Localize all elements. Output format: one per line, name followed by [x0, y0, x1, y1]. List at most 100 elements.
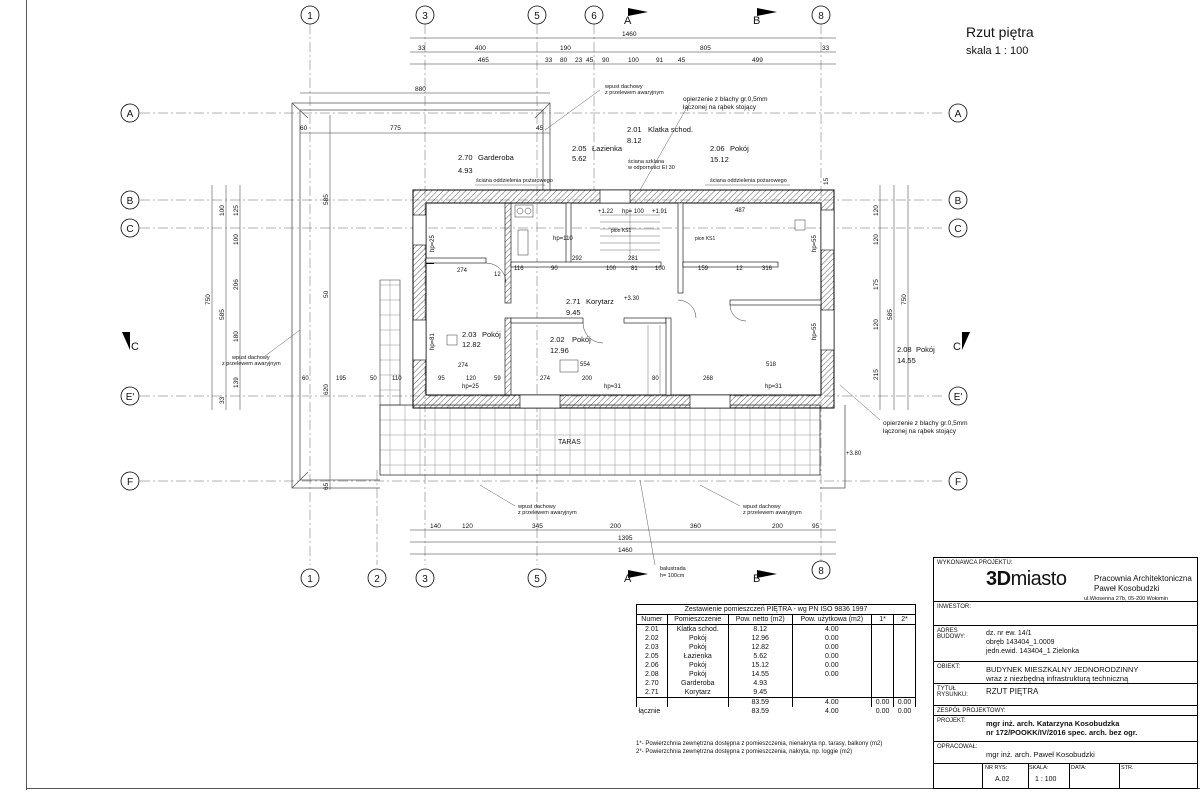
sheet-scale: skala 1 : 100 — [966, 45, 1028, 57]
axis-label: F — [127, 477, 133, 488]
svg-text:139: 139 — [233, 377, 240, 388]
room-number: 2.01 — [627, 125, 642, 134]
object-line: BUDYNEK MIESZKALNY JEDNORODZINNY — [986, 665, 1139, 674]
schedule-title: Zestawienie pomieszczeń PIĘTRA - wg PN I… — [636, 604, 916, 615]
note-text: z przelewem awaryjnym — [222, 361, 281, 367]
dimension-text: 200 — [772, 523, 783, 530]
brand-light: miasto — [1010, 568, 1067, 590]
schedule-header: 2* — [893, 614, 916, 625]
schedule-cell: 0.00 — [893, 697, 916, 707]
dimension-text: 585 — [887, 309, 894, 320]
sheet-meta: NR RYS: A.02 SKALA: 1 : 100 DATA: STR. — [982, 764, 1197, 788]
svg-text:274: 274 — [458, 363, 469, 369]
svg-text:C: C — [953, 341, 961, 353]
schedule-cell: 2.70 — [636, 679, 668, 688]
note-text: ściana oddzielenia pożarowego — [476, 178, 553, 184]
designer-line: mgr inż. arch. Katarzyna Kosobudzka — [986, 719, 1120, 728]
date-label: DATA: — [1071, 765, 1087, 771]
svg-text:554: 554 — [580, 362, 591, 368]
schedule-cell — [893, 652, 916, 661]
svg-text:65: 65 — [323, 482, 330, 490]
svg-text:12: 12 — [494, 272, 501, 278]
label-line: RYSUNKU: — [937, 692, 968, 698]
axis-label: B — [127, 196, 134, 207]
note-text: wpust dachowy — [231, 355, 270, 361]
schedule-cell — [893, 679, 916, 688]
svg-text:50: 50 — [323, 290, 330, 298]
hp-label: hp=55 — [812, 322, 818, 340]
svg-text:A: A — [955, 109, 962, 120]
note-text: h= 100cm — [660, 573, 685, 579]
hp-label: hp=25 — [462, 384, 480, 390]
level-mark: +1.22 — [598, 209, 614, 215]
dimension-text: 91 — [656, 57, 664, 64]
dimension-texts-top: 1460 33 400 190 805 33 465 33 80 23 45 9… — [300, 31, 830, 132]
label-line: TYTUŁ — [937, 686, 957, 692]
room-number: 2.06 — [710, 144, 725, 153]
schedule-cell — [893, 624, 916, 634]
section-label: C — [131, 341, 139, 353]
schedule-cell: 4.00 — [791, 697, 873, 707]
room-number: 2.08 — [897, 345, 912, 354]
dimension-text: 1395 — [618, 535, 633, 542]
dimension-text: 33 — [822, 45, 830, 52]
object-line: wraz z niezbędną infrastrukturą technicz… — [986, 674, 1129, 683]
schedule-cell — [871, 652, 895, 661]
dimension-text: 23 — [575, 57, 583, 64]
note-text: z przelewem awaryjnym — [743, 510, 802, 516]
svg-text:100: 100 — [219, 205, 226, 216]
room-area: 12.96 — [550, 346, 569, 355]
hp-label: hp=55 — [812, 234, 818, 252]
svg-text:C: C — [126, 224, 133, 235]
room-area: 14.55 — [897, 356, 916, 365]
axis-label: 5 — [534, 11, 540, 22]
dimension-text: 190 — [560, 45, 571, 52]
svg-text:A: A — [624, 573, 632, 585]
room-number: 2.05 — [572, 144, 587, 153]
dimension-text: 585 — [323, 194, 330, 205]
svg-text:180: 180 — [233, 331, 240, 342]
dimension-text: 880 — [415, 86, 426, 93]
section-label: B — [753, 15, 760, 27]
schedule-cell: Pokój — [666, 661, 729, 670]
dimension-text: 90 — [602, 57, 610, 64]
note-text: z przelewem awaryjnym — [518, 510, 577, 516]
svg-text:175: 175 — [873, 279, 880, 290]
schedule-cell: 8.12 — [727, 624, 793, 634]
svg-text:200: 200 — [582, 376, 593, 382]
hp-label: hp=25 — [430, 234, 436, 252]
dimension-text: 1460 — [618, 547, 633, 554]
hp-label: hp=81 — [430, 332, 436, 350]
svg-text:60: 60 — [302, 376, 309, 382]
axis-label: 3 — [422, 11, 428, 22]
dimension-text: 80 — [560, 57, 568, 64]
schedule-cell — [791, 679, 873, 688]
axis-bubble — [811, 5, 831, 25]
roof-outline — [291, 102, 846, 489]
schedule-header: 1* — [871, 614, 895, 625]
schedule-cell — [893, 670, 916, 679]
site-line: dz. nr ew. 14/1 — [986, 630, 1032, 637]
site-line: jedn.ewid. 143404_1 Zielonka — [986, 648, 1080, 655]
schedule-cell — [893, 688, 916, 698]
room-area: 5.62 — [572, 154, 587, 163]
room-name: Garderoba — [478, 153, 515, 162]
axis-bubble — [415, 5, 435, 25]
axis-bubble — [584, 5, 604, 25]
contractor-label: WYKONAWCA PROJEKTU: — [937, 560, 1013, 566]
schedule-cell — [871, 643, 895, 652]
dimension-bottom — [410, 529, 836, 555]
team-label: ZESPÓŁ PROJEKTOWY: — [937, 708, 1006, 714]
brand-bold: 3D — [986, 568, 1011, 590]
axis-label: 2 — [374, 574, 380, 585]
svg-text:274: 274 — [457, 268, 468, 274]
svg-text:F: F — [955, 477, 961, 488]
schedule-cell: 2.01 — [636, 624, 668, 634]
svg-text:120: 120 — [466, 376, 477, 382]
schedule-cell: 83.59 — [727, 697, 793, 707]
note-text: wpust dachowy — [604, 84, 643, 90]
schedule-header: Pow. użytkowa (m2) — [791, 614, 873, 625]
